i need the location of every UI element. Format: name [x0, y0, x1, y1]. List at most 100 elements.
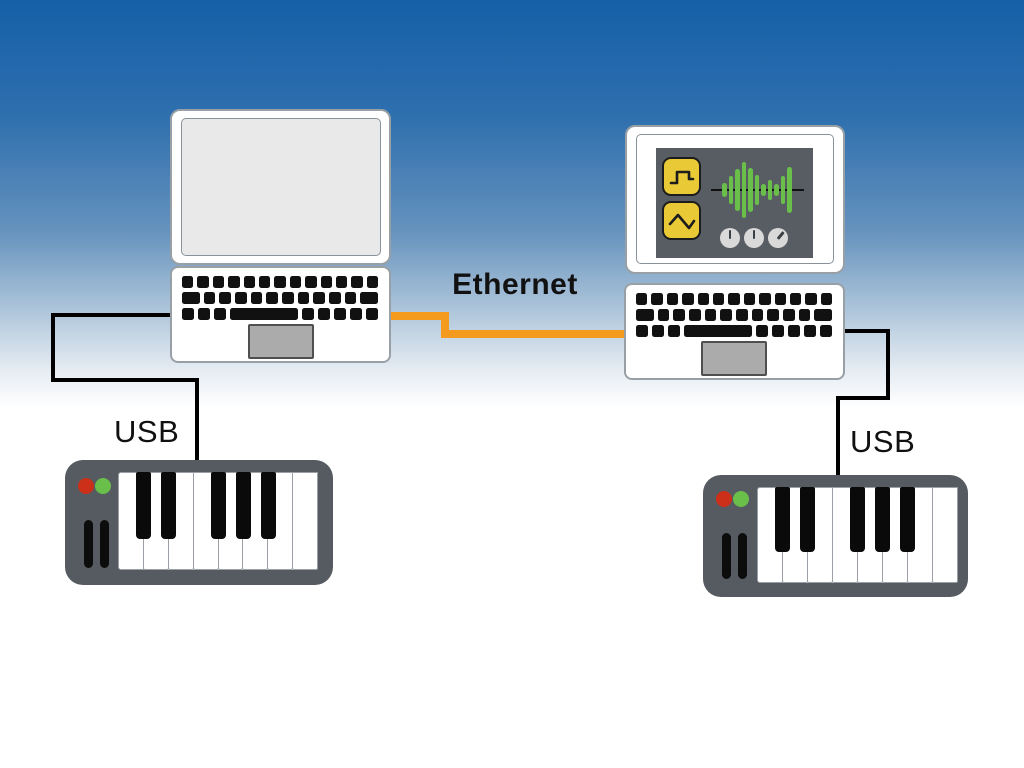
- laptop-key[interactable]: [305, 276, 317, 288]
- laptop-key[interactable]: [243, 276, 255, 288]
- triangle-wave-button[interactable]: [662, 201, 701, 240]
- ethernet-label: Ethernet: [452, 268, 578, 301]
- black-key[interactable]: [160, 472, 176, 539]
- laptop-key[interactable]: [666, 293, 679, 305]
- left-midi-mod-wheel[interactable]: [100, 520, 109, 568]
- waveform-bar: [728, 176, 733, 204]
- laptop-key[interactable]: [697, 293, 709, 305]
- laptop-key[interactable]: [182, 308, 195, 320]
- laptop-key[interactable]: [274, 276, 286, 288]
- black-key[interactable]: [799, 487, 815, 553]
- laptop-key[interactable]: [636, 325, 649, 337]
- laptop-key[interactable]: [182, 292, 200, 304]
- black-key[interactable]: [260, 472, 276, 539]
- usb-cable-right-segment: [886, 329, 890, 400]
- laptop-key[interactable]: [720, 309, 732, 321]
- synth-knobs: [720, 228, 788, 248]
- laptop-key[interactable]: [767, 309, 780, 321]
- laptop-key[interactable]: [203, 292, 216, 304]
- laptop-key[interactable]: [289, 276, 302, 288]
- laptop-key[interactable]: [783, 309, 795, 321]
- knob[interactable]: [744, 228, 764, 248]
- laptop-key[interactable]: [798, 309, 811, 321]
- laptop-key[interactable]: [212, 276, 225, 288]
- laptop-key[interactable]: [297, 292, 310, 304]
- black-key[interactable]: [774, 487, 790, 553]
- laptop-key[interactable]: [250, 292, 263, 304]
- knob[interactable]: [720, 228, 740, 248]
- black-key[interactable]: [875, 487, 891, 553]
- laptop-key-row: [182, 308, 379, 320]
- laptop-key[interactable]: [258, 276, 271, 288]
- laptop-key[interactable]: [636, 309, 654, 321]
- laptop-key[interactable]: [688, 309, 701, 321]
- laptop-key[interactable]: [301, 308, 314, 320]
- laptop-key[interactable]: [636, 293, 648, 305]
- black-key[interactable]: [900, 487, 916, 553]
- laptop-key[interactable]: [803, 325, 816, 337]
- laptop-key[interactable]: [682, 293, 694, 305]
- laptop-key[interactable]: [234, 292, 247, 304]
- laptop-key[interactable]: [651, 293, 663, 305]
- laptop-key[interactable]: [771, 325, 784, 337]
- black-key[interactable]: [849, 487, 866, 553]
- left-midi-green-led: [95, 478, 111, 494]
- laptop-key[interactable]: [366, 276, 379, 288]
- laptop-key[interactable]: [789, 293, 802, 305]
- laptop-key[interactable]: [335, 276, 348, 288]
- right-midi-piano-keys[interactable]: [757, 487, 958, 583]
- laptop-key[interactable]: [182, 276, 194, 288]
- black-key[interactable]: [210, 472, 226, 539]
- knob-indicator: [728, 230, 732, 239]
- laptop-key[interactable]: [668, 325, 681, 337]
- laptop-key[interactable]: [652, 325, 665, 337]
- spacebar-key[interactable]: [684, 325, 752, 337]
- left-midi-piano-keys[interactable]: [118, 472, 318, 570]
- laptop-key[interactable]: [281, 292, 294, 304]
- right-midi-pitch-wheel[interactable]: [722, 533, 731, 579]
- laptop-key[interactable]: [735, 309, 748, 321]
- black-key[interactable]: [135, 472, 151, 539]
- laptop-key[interactable]: [351, 276, 363, 288]
- laptop-key[interactable]: [320, 276, 332, 288]
- laptop-key[interactable]: [814, 309, 832, 321]
- laptop-key[interactable]: [759, 293, 771, 305]
- usb-cable-left-segment: [195, 378, 199, 462]
- black-key[interactable]: [235, 472, 251, 539]
- laptop-key[interactable]: [819, 325, 833, 337]
- white-key[interactable]: [292, 472, 318, 570]
- laptop-key[interactable]: [349, 308, 362, 320]
- laptop-key[interactable]: [266, 292, 278, 304]
- laptop-key[interactable]: [197, 276, 209, 288]
- white-key[interactable]: [932, 487, 958, 583]
- laptop-key[interactable]: [751, 309, 764, 321]
- laptop-key[interactable]: [365, 308, 379, 320]
- spacebar-key[interactable]: [230, 308, 298, 320]
- right-laptop-keyboard: [636, 293, 833, 337]
- knob[interactable]: [768, 228, 788, 248]
- left-midi-pitch-wheel[interactable]: [84, 520, 93, 568]
- laptop-key[interactable]: [344, 292, 357, 304]
- laptop-key[interactable]: [313, 292, 326, 304]
- laptop-key[interactable]: [820, 293, 833, 305]
- laptop-key[interactable]: [755, 325, 768, 337]
- laptop-key[interactable]: [774, 293, 786, 305]
- laptop-key[interactable]: [712, 293, 725, 305]
- laptop-key[interactable]: [805, 293, 817, 305]
- laptop-key[interactable]: [214, 308, 227, 320]
- laptop-key[interactable]: [360, 292, 378, 304]
- laptop-key[interactable]: [228, 276, 240, 288]
- laptop-key[interactable]: [317, 308, 330, 320]
- laptop-key[interactable]: [673, 309, 685, 321]
- laptop-key[interactable]: [329, 292, 341, 304]
- laptop-key[interactable]: [333, 308, 346, 320]
- laptop-key[interactable]: [743, 293, 756, 305]
- laptop-key[interactable]: [198, 308, 211, 320]
- laptop-key[interactable]: [219, 292, 231, 304]
- laptop-key[interactable]: [657, 309, 670, 321]
- laptop-key[interactable]: [787, 325, 800, 337]
- laptop-key[interactable]: [728, 293, 740, 305]
- right-midi-mod-wheel[interactable]: [738, 533, 747, 579]
- square-wave-button[interactable]: [662, 157, 701, 196]
- laptop-key[interactable]: [704, 309, 717, 321]
